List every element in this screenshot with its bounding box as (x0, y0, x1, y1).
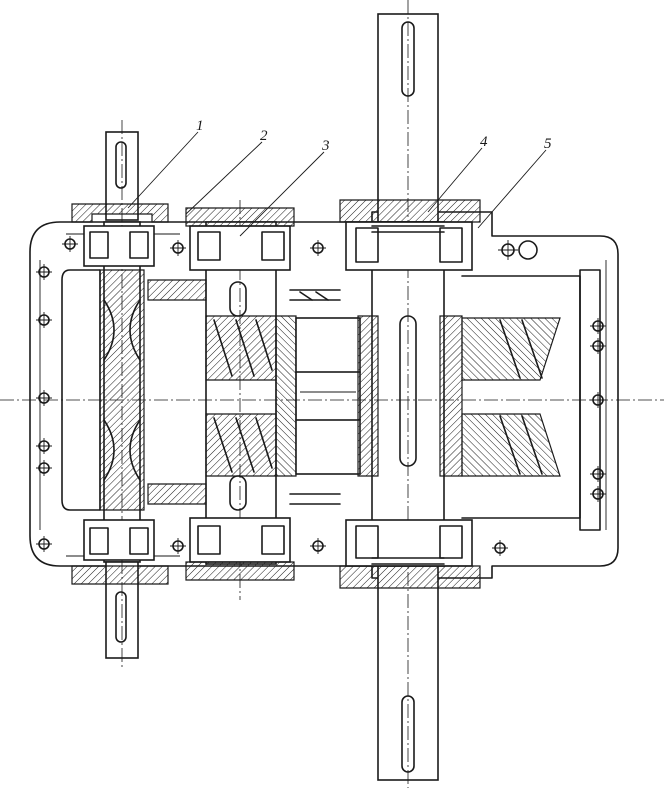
leader-lines (127, 131, 547, 237)
input-shaft (71, 120, 169, 668)
callout-5: 5 (544, 136, 552, 152)
bolt-hole (590, 486, 606, 502)
bolt-hole (36, 390, 52, 406)
bolt-hole (590, 318, 606, 334)
bolt-hole (36, 536, 52, 552)
bolt-hole (36, 438, 52, 454)
bolt-hole (498, 240, 518, 260)
bolt-hole (36, 460, 52, 476)
bolt-hole (310, 240, 326, 256)
bolt-hole (36, 264, 52, 280)
bolt-hole (518, 240, 538, 260)
callout-4: 4 (480, 134, 488, 150)
bolt-hole (590, 338, 606, 354)
bolt-hole (62, 236, 78, 252)
bolt-holes (36, 236, 606, 556)
bolt-hole (492, 540, 508, 556)
intermediate-shaft (147, 200, 295, 600)
callout-2: 2 (260, 128, 268, 144)
bolt-hole (310, 538, 326, 554)
output-shaft (339, 0, 581, 788)
intermediate-gear (275, 289, 361, 505)
callout-3: 3 (321, 138, 330, 154)
bolt-hole (36, 312, 52, 328)
bolt-hole (170, 240, 186, 256)
bolt-hole (590, 466, 606, 482)
bolt-hole (170, 538, 186, 554)
callout-1: 1 (196, 118, 204, 134)
